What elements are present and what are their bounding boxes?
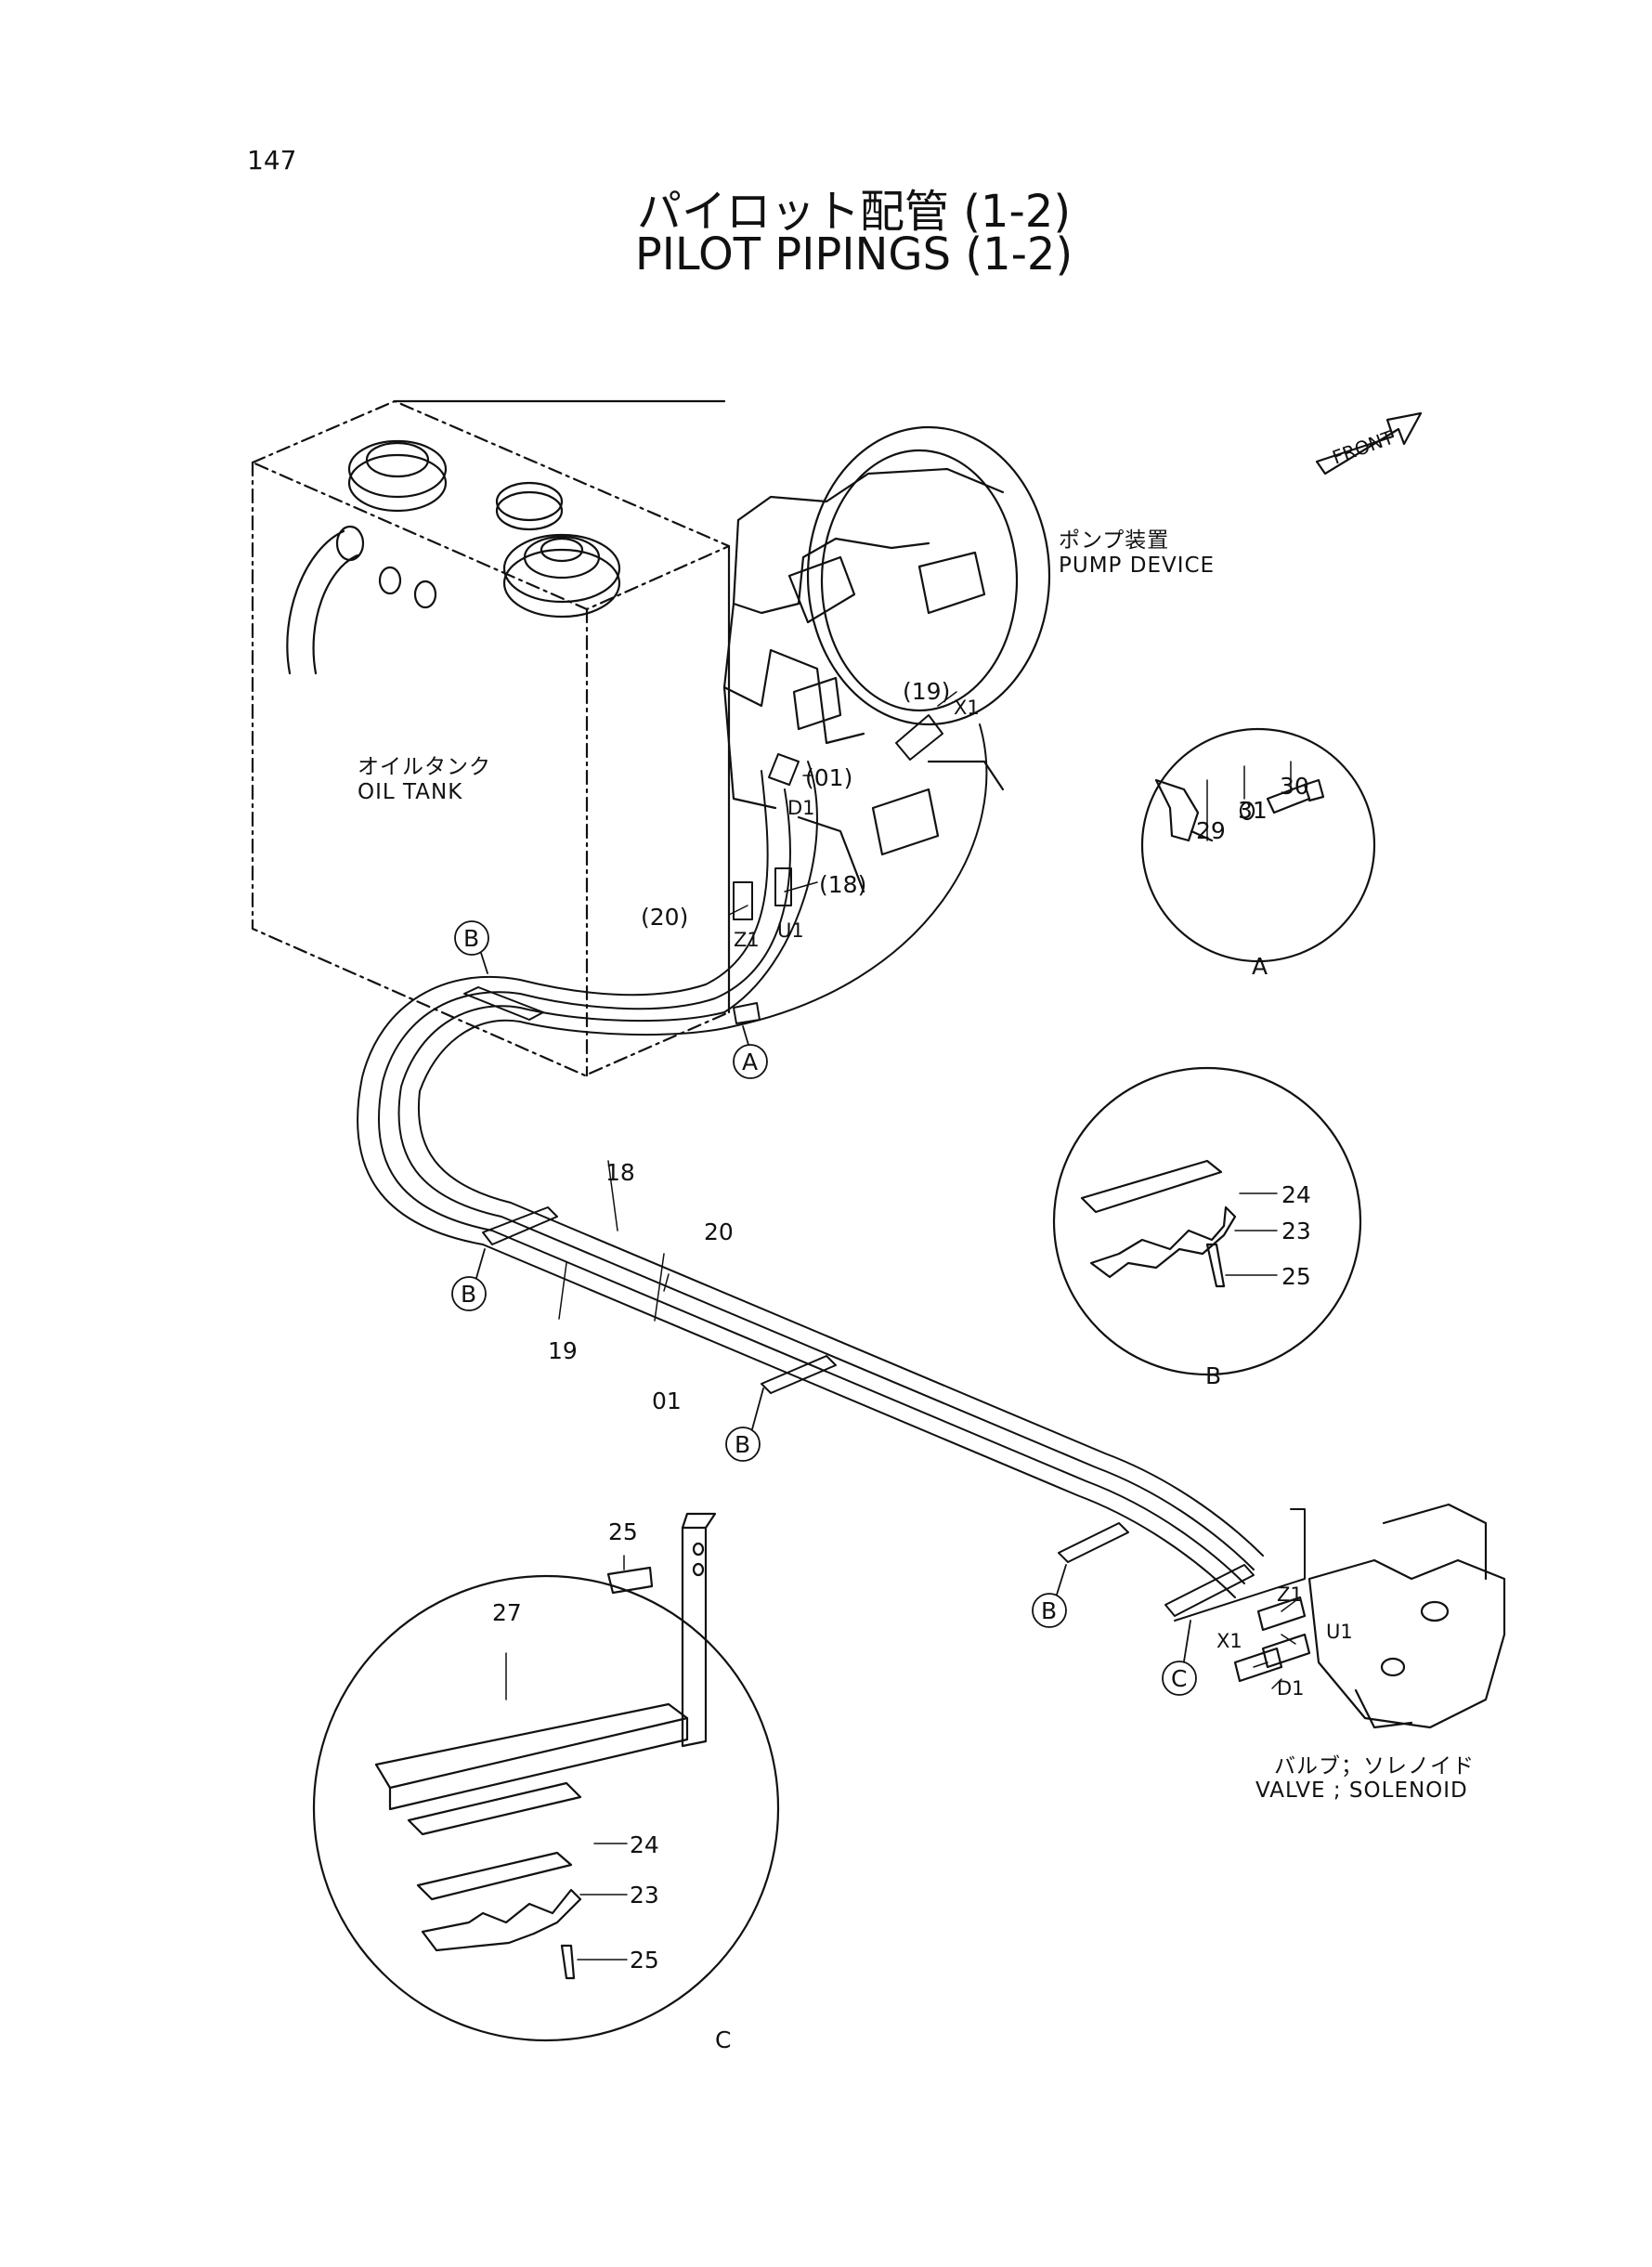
ref-marker-b[interactable]: B [463, 925, 480, 952]
oil-tank-label-ja: オイルタンク [358, 755, 491, 779]
pump-device-drawing [722, 425, 1051, 893]
page-number: 147 [247, 145, 297, 176]
page-title-japanese: パイロット配管 (1-2) [636, 186, 1072, 238]
valve-port-z1: Z1 [1277, 1583, 1303, 1606]
detail-c-part-27: 27 [492, 1599, 522, 1626]
oil-tank-drawing [251, 399, 731, 1077]
callout-pipe-20: (20) [641, 904, 689, 931]
pilot-pipe-bundle [357, 714, 1306, 1622]
label-pipe-20: 20 [704, 1218, 734, 1245]
valve-label-ja: バルブ；ソレノイド [1274, 1754, 1475, 1778]
valve-port-d1: D1 [1277, 1677, 1305, 1700]
label-pipe-19: 19 [548, 1337, 578, 1364]
detail-c-part-25: 25 [608, 1518, 638, 1545]
ref-marker-a[interactable]: A [742, 1049, 759, 1075]
ref-marker-b[interactable]: B [461, 1281, 477, 1308]
ref-marker-c[interactable]: C [1171, 1665, 1188, 1692]
detail-b-part-25: 25 [1281, 1263, 1311, 1290]
detail-a-part-30: 30 [1280, 773, 1309, 800]
pump-device-label-ja: ポンプ装置 [1059, 528, 1170, 553]
front-arrow-icon: FRONT [1315, 411, 1423, 476]
detail-b-part-23: 23 [1281, 1218, 1311, 1244]
oil-tank-label-en: OIL TANK [358, 780, 463, 804]
front-label: FRONT [1330, 426, 1398, 469]
detail-c-part-25-lower: 25 [630, 1947, 659, 1974]
valve-port-u1: U1 [1326, 1621, 1353, 1643]
callout-pipe-01: (01) [805, 764, 853, 791]
solenoid-valve-drawing [1233, 1503, 1506, 1729]
detail-a-drawing [1140, 727, 1376, 963]
detail-a-part-31: 31 [1238, 797, 1268, 824]
detail-c-part-24: 24 [630, 1831, 659, 1858]
valve-port-x1: X1 [1216, 1630, 1242, 1652]
port-x1: X1 [954, 697, 980, 719]
callout-pipe-19: (19) [903, 678, 951, 705]
detail-b-drawing [1052, 1066, 1362, 1376]
ref-markers [451, 920, 1197, 1696]
valve-label-en: VALVE ; SOLENOID [1255, 1778, 1468, 1803]
detail-c-part-23: 23 [630, 1882, 659, 1909]
page-title-english: PILOT PIPINGS (1-2) [634, 228, 1073, 280]
label-pipe-01: 01 [652, 1388, 682, 1414]
detail-c-label: C [715, 2026, 732, 2053]
detail-b-label: B [1205, 1362, 1222, 1389]
detail-a-label: A [1252, 953, 1268, 980]
pump-device-label-en: PUMP DEVICE [1059, 554, 1216, 578]
detail-c-drawing [312, 1512, 780, 2042]
detail-b-part-24: 24 [1281, 1181, 1311, 1208]
detail-a-part-29: 29 [1196, 817, 1226, 844]
ref-marker-b[interactable]: B [735, 1431, 751, 1458]
leader-lines [558, 691, 1301, 1689]
port-u1: U1 [777, 919, 804, 942]
port-z1: Z1 [734, 929, 760, 951]
port-d1: D1 [787, 797, 815, 819]
callout-pipe-18: (18) [819, 871, 867, 898]
label-pipe-18: 18 [605, 1159, 635, 1186]
ref-marker-b[interactable]: B [1041, 1597, 1058, 1624]
